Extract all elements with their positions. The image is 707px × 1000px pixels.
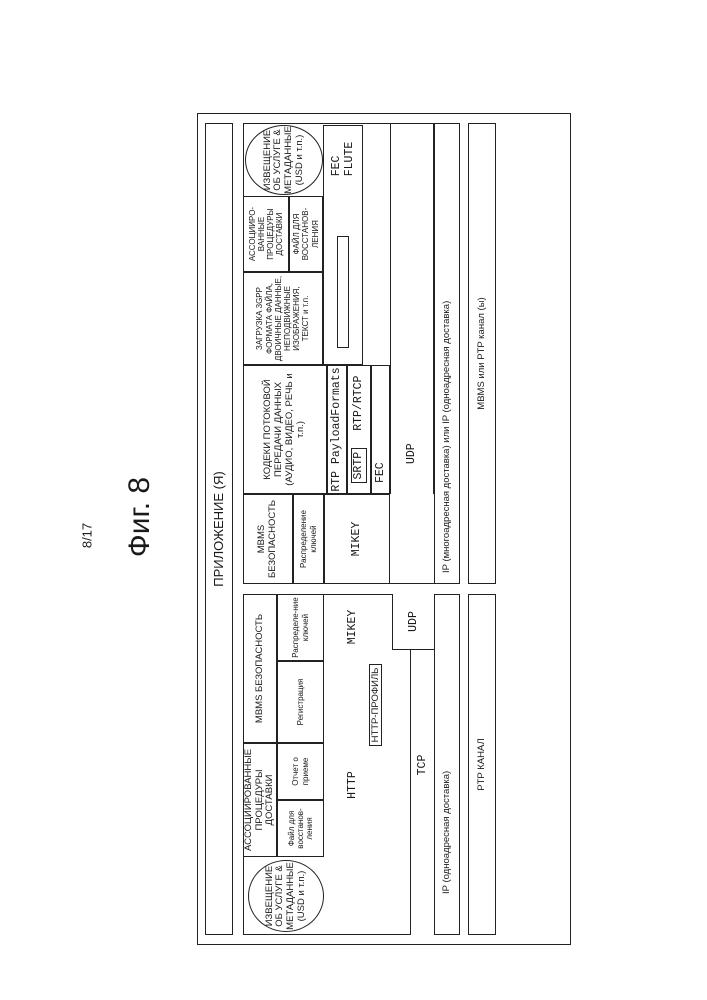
empty-lower-band bbox=[502, 123, 562, 935]
left-ip-unicast: IP (одноадресная доставка) bbox=[434, 594, 460, 935]
right-bearer: MBMS или PTP канал (ы) bbox=[468, 123, 496, 584]
left-udp: UDP bbox=[392, 594, 434, 650]
left-registration: Регистрация bbox=[277, 661, 324, 743]
left-ptp-channel: PTP КАНАЛ bbox=[468, 594, 496, 935]
left-mikey: MIKEY bbox=[347, 594, 360, 660]
right-udp: UDP bbox=[390, 124, 434, 494]
right-rtp-payload: RTP PayloadFormats bbox=[327, 365, 347, 494]
left-http-profile-box: HTTP-ПРОФИЛЬ bbox=[365, 650, 383, 760]
right-rtp-rtcp: RTP/RTCP bbox=[352, 376, 365, 431]
left-http: HTTP bbox=[347, 745, 360, 825]
application-label: ПРИЛОЖЕНИЕ (Я) bbox=[205, 123, 233, 935]
right-srtp-rtcp-row: SRTP RTP/RTCP bbox=[347, 365, 371, 494]
left-key-distribution: Распределе-ние ключей bbox=[277, 594, 324, 661]
right-fec-2: FEC bbox=[330, 142, 343, 177]
left-http-profile: HTTP-ПРОФИЛЬ bbox=[369, 664, 382, 747]
protocol-stack-diagram: ПРИЛОЖЕНИЕ (Я) ИЗВЕЩЕНИЕ ОБ УСЛУГЕ & МЕТ… bbox=[197, 113, 571, 945]
right-fec-1: FEC bbox=[371, 365, 390, 494]
right-key-distribution: Распределение ключей bbox=[293, 494, 324, 584]
right-assoc-procedures: АССОЦИИРО-ВАННЫЕ ПРОЦЕДУРЫ ДОСТАВКИ bbox=[243, 196, 289, 272]
right-srtp: SRTP bbox=[351, 448, 366, 484]
right-file-repair: ФАЙЛ ДЛЯ ВОССТАНОВ-ЛЕНИЯ bbox=[289, 196, 323, 272]
right-flute: FLUTE bbox=[343, 142, 356, 177]
right-mikey: MIKEY bbox=[324, 494, 390, 584]
right-download: ЗАГРУЗКА 3GPP ФОРМАТА ФАЙЛА, ДВОИЧНЫЕ ДА… bbox=[243, 272, 323, 365]
left-mbms-security: MBMS БЕЗОПАСНОСТЬ bbox=[243, 594, 277, 743]
left-file-repair: Файл для восстанов-ления bbox=[277, 800, 324, 857]
page-number: 8/17 bbox=[80, 511, 95, 561]
right-service-announcement-ellipse: ИЗВЕЩЕНИЕ ОБ УСЛУГЕ & МЕТАДАННЫЕ (USD и … bbox=[245, 125, 323, 195]
figure-title: Фиг. 8 bbox=[123, 447, 157, 587]
left-reception-report: Отчет о приеме bbox=[277, 743, 324, 800]
left-assoc-procedures: АССОЦИИРОВАННЫЕ ПРОЦЕДУРЫ ДОСТАВКИ bbox=[243, 743, 277, 857]
right-fec-flute-box: FEC FLUTE bbox=[323, 125, 363, 365]
right-streaming-codecs: КОДЕКИ ПОТОКОВОЙ ПЕРЕДАЧИ ДАННЫХ (АУДИО,… bbox=[243, 365, 327, 494]
right-mbms-security: MBMS БЕЗОПАСНОСТЬ bbox=[243, 494, 293, 584]
left-service-announcement-ellipse: ИЗВЕЩЕНИЕ ОБ УСЛУГЕ & МЕТАДАННЫЕ (USD и … bbox=[248, 860, 324, 932]
right-ip-multicast: IP (многоадресная доставка) или IP (одно… bbox=[434, 123, 460, 584]
